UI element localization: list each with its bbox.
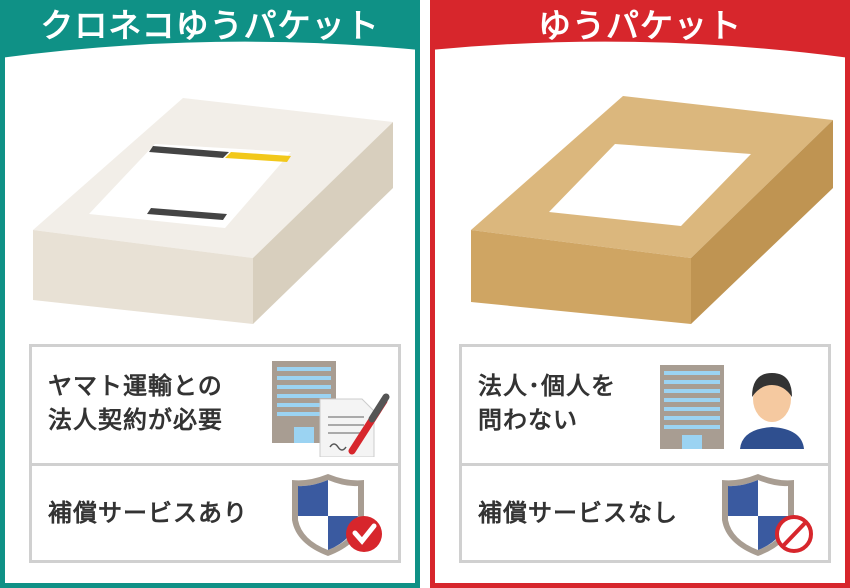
feature-text: 法人･個人を 問わない [478, 372, 616, 434]
customer-type-card: 法人･個人を 問わない [459, 344, 831, 466]
panel-header: クロネコゆうパケット [0, 0, 420, 64]
header-banner [0, 0, 420, 58]
feature-text: 補償サービスなし [478, 499, 678, 527]
feature-text: 補償サービスあり [48, 499, 248, 527]
compensation-card: 補償サービスなし [459, 463, 831, 563]
white-package-with-label-icon [33, 98, 393, 324]
header-banner [430, 0, 850, 58]
cardboard-package-icon [471, 96, 833, 324]
yu-packet-panel: ゆうパケット 法人･個人を 問わない 補償サービスなし [430, 0, 850, 588]
building-contract-signing-icon [272, 361, 390, 457]
building-and-person-icon [660, 365, 804, 449]
panel-title: ゆうパケット [538, 6, 742, 45]
panel-title: クロネコゆうパケット [40, 6, 380, 45]
panel-header: ゆうパケット [430, 0, 850, 64]
shield-prohibited-icon [722, 474, 813, 556]
kuroneko-yu-packet-panel: クロネコゆうパケット ヤマト運輸との 法人契約が必要 [0, 0, 420, 588]
contract-requirement-card: ヤマト運輸との 法人契約が必要 [29, 344, 401, 466]
feature-text: ヤマト運輸との 法人契約が必要 [48, 372, 223, 434]
compensation-card: 補償サービスあり [29, 463, 401, 563]
shield-check-icon [292, 474, 382, 556]
